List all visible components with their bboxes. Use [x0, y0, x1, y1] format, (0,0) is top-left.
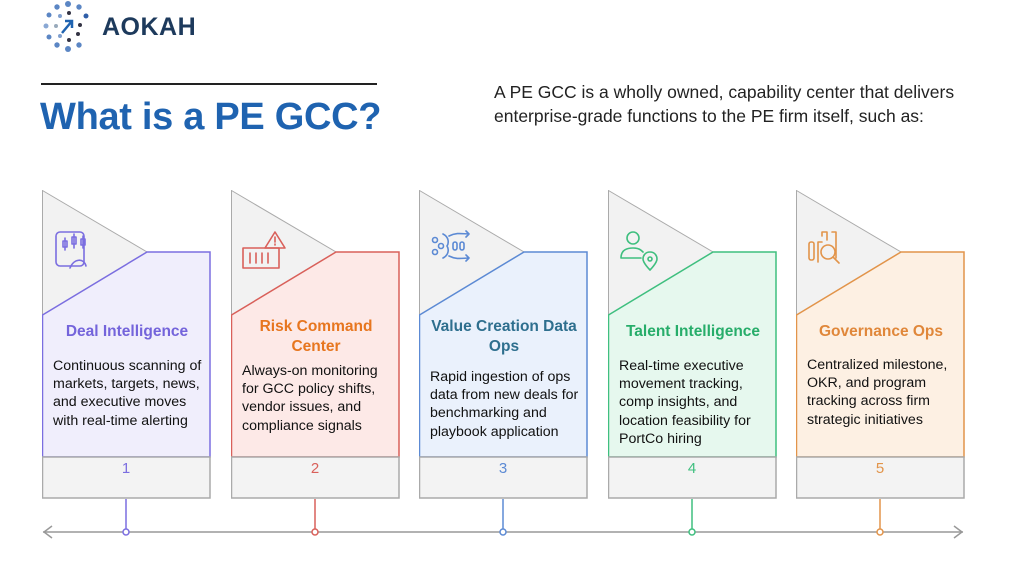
- card-body: [608, 251, 777, 458]
- title-divider: [41, 83, 377, 85]
- card-body: [419, 251, 588, 458]
- card-number-box: [231, 456, 400, 499]
- card-number: 2: [310, 460, 320, 477]
- card-description: Continuous scanning of markets, targets,…: [53, 358, 202, 429]
- card-number-box: [42, 456, 211, 499]
- timeline-node-5: [876, 528, 884, 536]
- card-4: Talent Intelligence Real-time executive …: [608, 190, 778, 500]
- intro-text: A PE GCC is a wholly owned, capability c…: [494, 82, 955, 126]
- card-title: Risk Command Center: [259, 318, 373, 355]
- card-shape: [796, 190, 965, 499]
- arrow-left-icon: [42, 525, 53, 539]
- card-body: [42, 251, 211, 458]
- card-body: [231, 251, 400, 458]
- card-shape: [42, 190, 211, 499]
- timeline-node-3: [499, 528, 507, 536]
- card-number: 1: [121, 460, 131, 477]
- card-number-box: [796, 456, 965, 499]
- arrow-right-icon: [953, 525, 964, 539]
- logo: AOKAH: [38, 0, 196, 55]
- logo-text: AOKAH: [102, 13, 197, 41]
- card-description: Centralized milestone, OKR, and program …: [807, 357, 948, 428]
- card-title: Deal Intelligence: [65, 323, 189, 340]
- page-title: What is a PE GCC?: [40, 96, 382, 138]
- candlestick-chart-icon: [55, 231, 87, 269]
- card-description: Rapid ingestion of ops data from new dea…: [430, 369, 579, 440]
- document-search-icon: [808, 231, 840, 264]
- card-shape: [608, 190, 777, 499]
- card-number: 5: [875, 460, 885, 477]
- card-5: Governance Ops Centralized milestone, OK…: [796, 190, 966, 500]
- card-1: Deal Intelligence Continuous scanning of…: [42, 190, 212, 500]
- timeline-node-1: [122, 528, 130, 536]
- person-location-icon: [620, 231, 658, 271]
- warning-container-icon: [242, 231, 286, 269]
- timeline-node-2: [311, 528, 319, 536]
- card-title: Value Creation Data Ops: [431, 318, 577, 355]
- card-number: 3: [498, 460, 508, 477]
- card-3: Value Creation Data Ops Rapid ingestion …: [419, 190, 589, 500]
- card-title: Governance Ops: [818, 323, 944, 340]
- data-flow-icon: [431, 230, 470, 262]
- card-shape: [231, 190, 400, 499]
- card-description: Always-on monitoring for GCC policy shif…: [242, 363, 378, 434]
- card-title: Talent Intelligence: [625, 323, 761, 340]
- card-number: 4: [687, 460, 697, 477]
- card-shape: [419, 190, 588, 499]
- card-2: Risk Command Center Always-on monitoring…: [231, 190, 401, 500]
- card-body: [796, 251, 965, 458]
- card-description: Real-time executive movement tracking, c…: [619, 358, 751, 447]
- card-number-box: [419, 456, 588, 499]
- timeline-node-4: [688, 528, 696, 536]
- card-number-box: [608, 456, 777, 499]
- logo-dots-icon: [43, 1, 89, 52]
